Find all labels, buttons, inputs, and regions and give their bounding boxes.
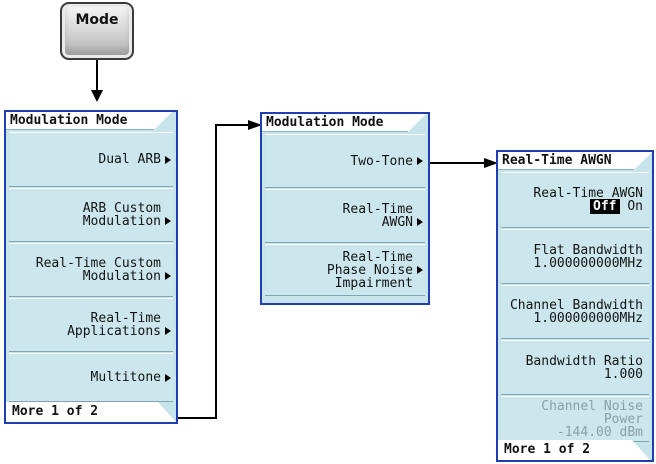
softkey-multitone[interactable]: Multitone <box>9 353 173 402</box>
menu-title: Real-Time AWGN <box>498 152 652 170</box>
connector-arrowhead <box>484 158 498 168</box>
modulation-mode-menu-2: Modulation Mode Two-Tone Real-Time AWGN … <box>260 112 430 305</box>
softkey-label: Multitone <box>90 370 161 385</box>
softkey-label: Flat Bandwidth <box>533 242 643 258</box>
menu-title: Modulation Mode <box>6 112 172 130</box>
softkey-label: Bandwidth Ratio <box>525 353 643 369</box>
connector-more-to-menu2-h2 <box>215 124 251 126</box>
softkey-label: Applications <box>67 324 161 339</box>
softkey-value: 1.000000000MHz <box>533 255 643 271</box>
submenu-arrow-icon <box>165 272 171 280</box>
menu-title: Modulation Mode <box>262 114 426 132</box>
softkey-real-time-awgn[interactable]: Real-Time AWGN <box>265 189 425 243</box>
softkey-value: 1.000000000MHz <box>533 311 643 326</box>
softkey-value: -144.00 dBm <box>556 424 643 440</box>
softkey-label: Real-Time <box>90 311 161 326</box>
connector-arrowhead <box>91 90 103 102</box>
softkey-channel-noise-power: Channel Noise Power -144.00 dBm <box>501 396 649 442</box>
softkey-bandwidth-ratio[interactable]: Bandwidth Ratio 1.000 <box>501 340 649 395</box>
softkey-real-time-phase-noise-impairment[interactable]: Real-Time Phase Noise Impairment <box>265 244 425 296</box>
softkey-label: Phase Noise <box>326 262 413 278</box>
submenu-arrow-icon <box>165 217 171 225</box>
softkey-arb-custom-modulation[interactable]: ARB Custom Modulation <box>9 188 173 242</box>
softkey-label: Two-Tone <box>350 153 413 169</box>
submenu-arrow-icon <box>165 155 171 164</box>
toggle-on-state: On <box>627 199 643 214</box>
softkey-real-time-awgn-toggle[interactable]: Real-Time AWGN Off On <box>501 172 649 228</box>
connector-awgn-to-menu3 <box>430 162 486 164</box>
connector-arrowhead <box>248 120 262 130</box>
softkey-label: Channel Bandwidth <box>509 298 643 313</box>
softkey-value: 1.000 <box>603 366 643 382</box>
softkey-real-time-custom-modulation[interactable]: Real-Time Custom Modulation <box>9 243 173 297</box>
connector-more-to-menu2-h1 <box>176 417 216 419</box>
connector-more-to-menu2-v <box>215 124 217 419</box>
submenu-arrow-icon <box>417 157 423 165</box>
connector-mode-to-menu <box>96 60 98 92</box>
softkey-flat-bandwidth[interactable]: Flat Bandwidth 1.000000000MHz <box>501 229 649 284</box>
softkey-label: Modulation <box>82 269 161 284</box>
submenu-arrow-icon <box>165 373 171 382</box>
softkey-label: Impairment <box>334 275 413 291</box>
softkey-two-tone[interactable]: Two-Tone <box>265 134 425 188</box>
softkey-channel-bandwidth[interactable]: Channel Bandwidth 1.000000000MHz <box>501 285 649 339</box>
softkey-label: AWGN <box>381 215 413 230</box>
mode-hardkey-label: Mode <box>75 12 119 28</box>
softkey-label: ARB Custom <box>82 201 161 216</box>
mode-hardkey[interactable]: Mode <box>60 2 134 60</box>
more-page-indicator[interactable]: More 1 of 2 <box>498 440 650 460</box>
softkey-label: Channel Noise <box>541 398 643 414</box>
off-on-toggle: Off On <box>590 199 643 214</box>
submenu-arrow-icon <box>417 218 423 226</box>
softkey-real-time-applications[interactable]: Real-Time Applications <box>9 298 173 352</box>
softkey-label: Modulation <box>82 214 161 229</box>
softkey-dual-arb[interactable]: Dual ARB <box>9 132 173 187</box>
softkey-label: Real-Time AWGN <box>533 186 643 201</box>
real-time-awgn-menu: Real-Time AWGN Real-Time AWGN Off On Fla… <box>496 150 654 462</box>
submenu-arrow-icon <box>417 266 423 274</box>
softkey-label: Real-Time <box>342 202 413 217</box>
softkey-label: Real-Time Custom <box>35 256 161 271</box>
more-page-indicator[interactable]: More 1 of 2 <box>6 402 176 422</box>
toggle-off-state: Off <box>590 199 620 214</box>
softkey-label: Power <box>603 411 643 427</box>
softkey-label: Real-Time <box>342 249 413 265</box>
submenu-arrow-icon <box>165 327 171 335</box>
softkey-label: Dual ARB <box>98 152 161 167</box>
modulation-mode-menu-1: Modulation Mode Dual ARB ARB Custom Modu… <box>4 110 178 424</box>
